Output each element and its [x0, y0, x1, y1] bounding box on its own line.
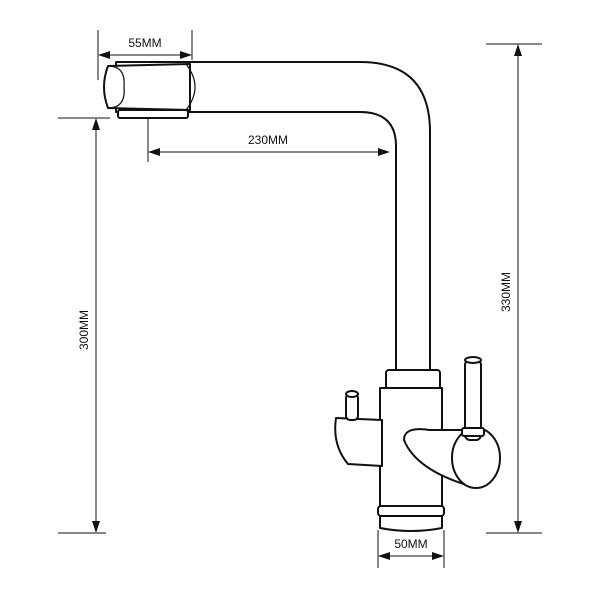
- left-handle: [334, 390, 383, 467]
- faucet: [103, 61, 501, 532]
- dimension-label-spout-reach: 230MM: [248, 133, 288, 147]
- faucet-base: [377, 505, 445, 532]
- dimension-spout-height: 300MM: [58, 117, 110, 534]
- spout-nozzle: [103, 63, 196, 119]
- dimension-label-base-diameter: 50MM: [394, 537, 427, 551]
- dimension-label-total-height: 330MM: [499, 272, 513, 312]
- dimension-lines: 55MM 230MM 300MM 330MM: [58, 30, 542, 568]
- dimension-spout-width: 55MM: [97, 30, 193, 80]
- dimension-label-spout-width: 55MM: [128, 36, 161, 50]
- dimension-total-height: 330MM: [486, 43, 542, 534]
- dimension-label-spout-height: 300MM: [77, 310, 91, 350]
- dimension-spout-reach: 230MM: [147, 118, 390, 162]
- dimension-base-diameter: 50MM: [377, 530, 445, 568]
- right-handle: [403, 356, 501, 489]
